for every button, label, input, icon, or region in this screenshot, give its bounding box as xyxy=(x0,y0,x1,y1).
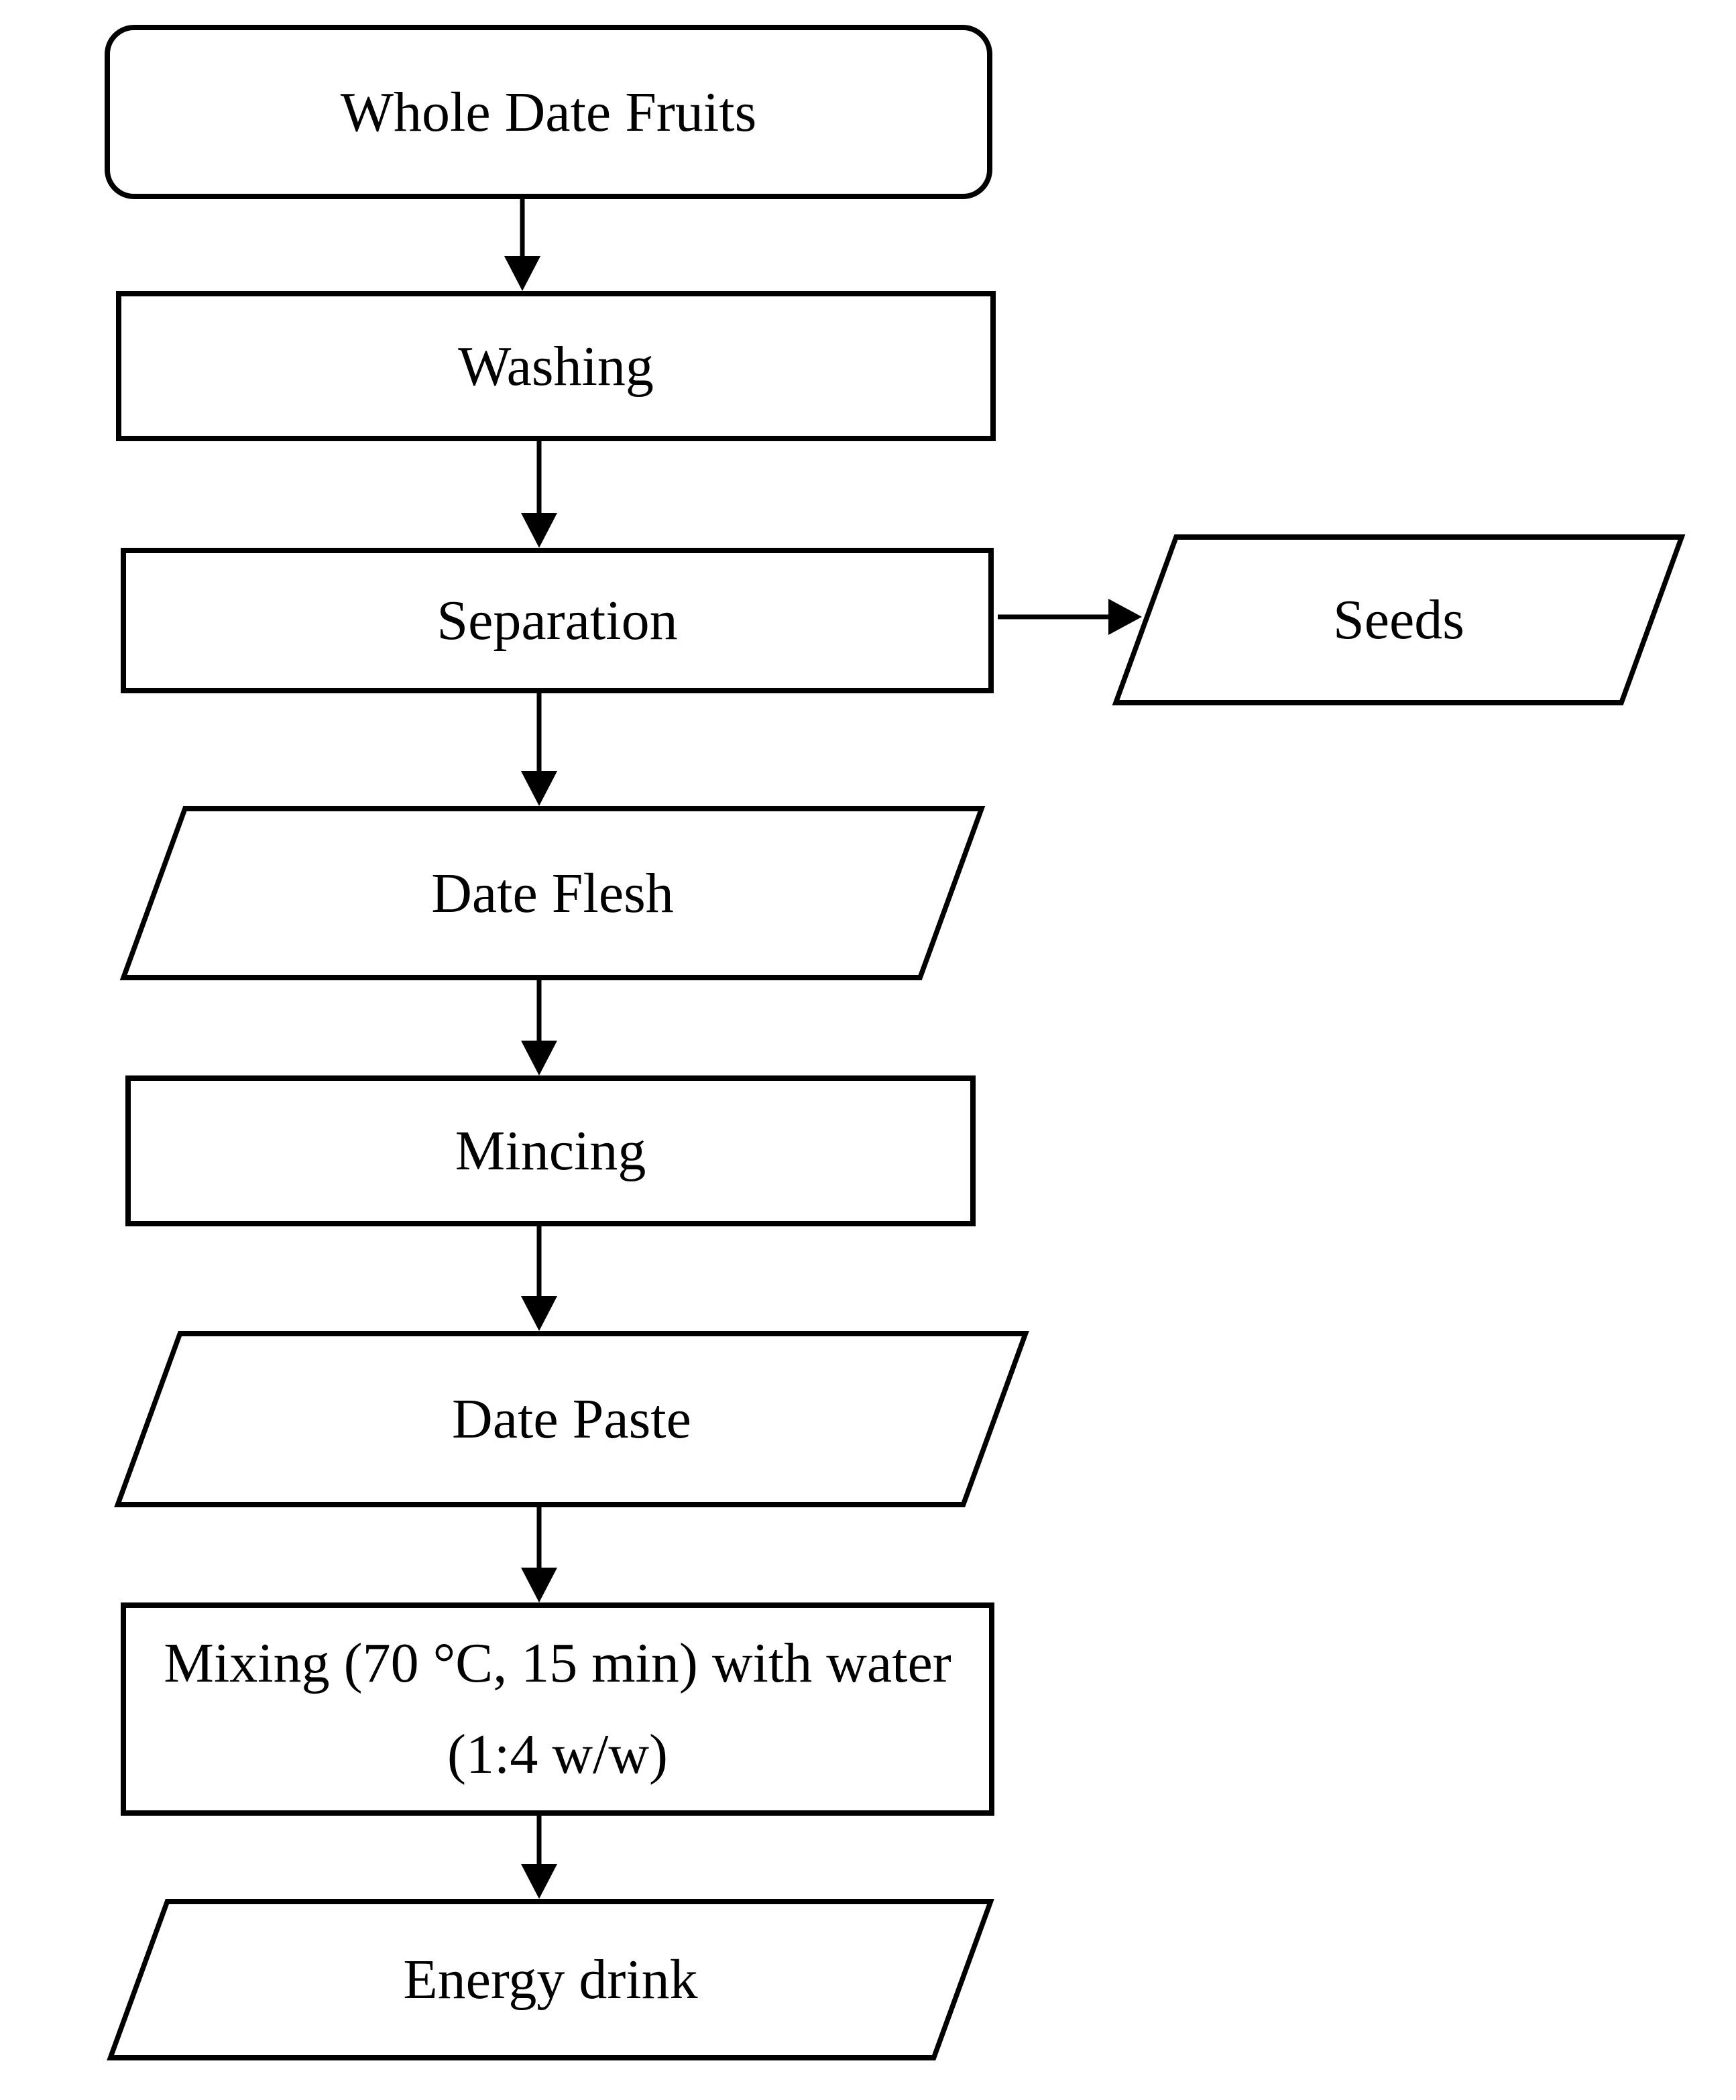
arrow-mixing-to-energy-drink xyxy=(521,1816,557,1899)
arrow-shaft xyxy=(998,614,1112,620)
arrow-down-head xyxy=(504,256,540,291)
arrow-washing-to-separation xyxy=(521,441,557,548)
arrow-separation-to-seeds xyxy=(998,599,1142,635)
node-mixing-label: Mixing (70 °C, 15 min) with water (1:4 w… xyxy=(164,1618,951,1800)
arrow-separation-to-date-flesh xyxy=(521,693,557,806)
node-mixing-label-line1: Mixing (70 °C, 15 min) with water xyxy=(164,1631,951,1694)
node-washing-label: Washing xyxy=(458,335,654,398)
node-separation-label: Separation xyxy=(437,589,678,652)
arrow-shaft xyxy=(536,1816,542,1868)
arrow-down-head xyxy=(521,513,557,548)
node-seeds: Seeds xyxy=(1112,534,1686,705)
arrow-mincing-to-date-paste xyxy=(521,1226,557,1331)
node-whole-date-fruits-label: Whole Date Fruits xyxy=(340,80,757,143)
arrow-down-head xyxy=(521,1041,557,1075)
node-washing: Washing xyxy=(116,291,996,441)
node-whole-date-fruits: Whole Date Fruits xyxy=(105,25,992,199)
node-energy-drink-label: Energy drink xyxy=(403,1948,698,2011)
arrow-shaft xyxy=(520,199,525,260)
arrow-down-head xyxy=(521,771,557,806)
arrow-shaft xyxy=(536,441,542,517)
arrow-shaft xyxy=(536,1226,542,1300)
arrow-shaft xyxy=(536,1507,542,1572)
node-mixing-label-line2: (1:4 w/w) xyxy=(447,1723,668,1786)
node-date-paste-label: Date Paste xyxy=(452,1388,691,1450)
arrow-down-head xyxy=(521,1568,557,1602)
node-separation: Separation xyxy=(121,548,994,693)
node-date-flesh-label: Date Flesh xyxy=(431,862,674,925)
arrow-date-paste-to-mixing xyxy=(521,1507,557,1602)
node-date-paste: Date Paste xyxy=(114,1331,1029,1507)
arrow-down-head xyxy=(521,1296,557,1331)
node-mincing-label: Mincing xyxy=(455,1120,646,1182)
arrow-start-to-washing xyxy=(504,199,540,291)
node-mincing: Mincing xyxy=(125,1075,976,1226)
node-energy-drink: Energy drink xyxy=(107,1899,994,2060)
arrow-shaft xyxy=(536,980,542,1045)
node-date-flesh: Date Flesh xyxy=(119,806,986,980)
arrow-down-head xyxy=(521,1864,557,1899)
node-seeds-label: Seeds xyxy=(1333,589,1464,651)
arrow-date-flesh-to-mincing xyxy=(521,980,557,1075)
arrow-shaft xyxy=(536,693,542,775)
node-mixing: Mixing (70 °C, 15 min) with water (1:4 w… xyxy=(121,1602,994,1816)
arrow-right-head xyxy=(1108,599,1142,635)
